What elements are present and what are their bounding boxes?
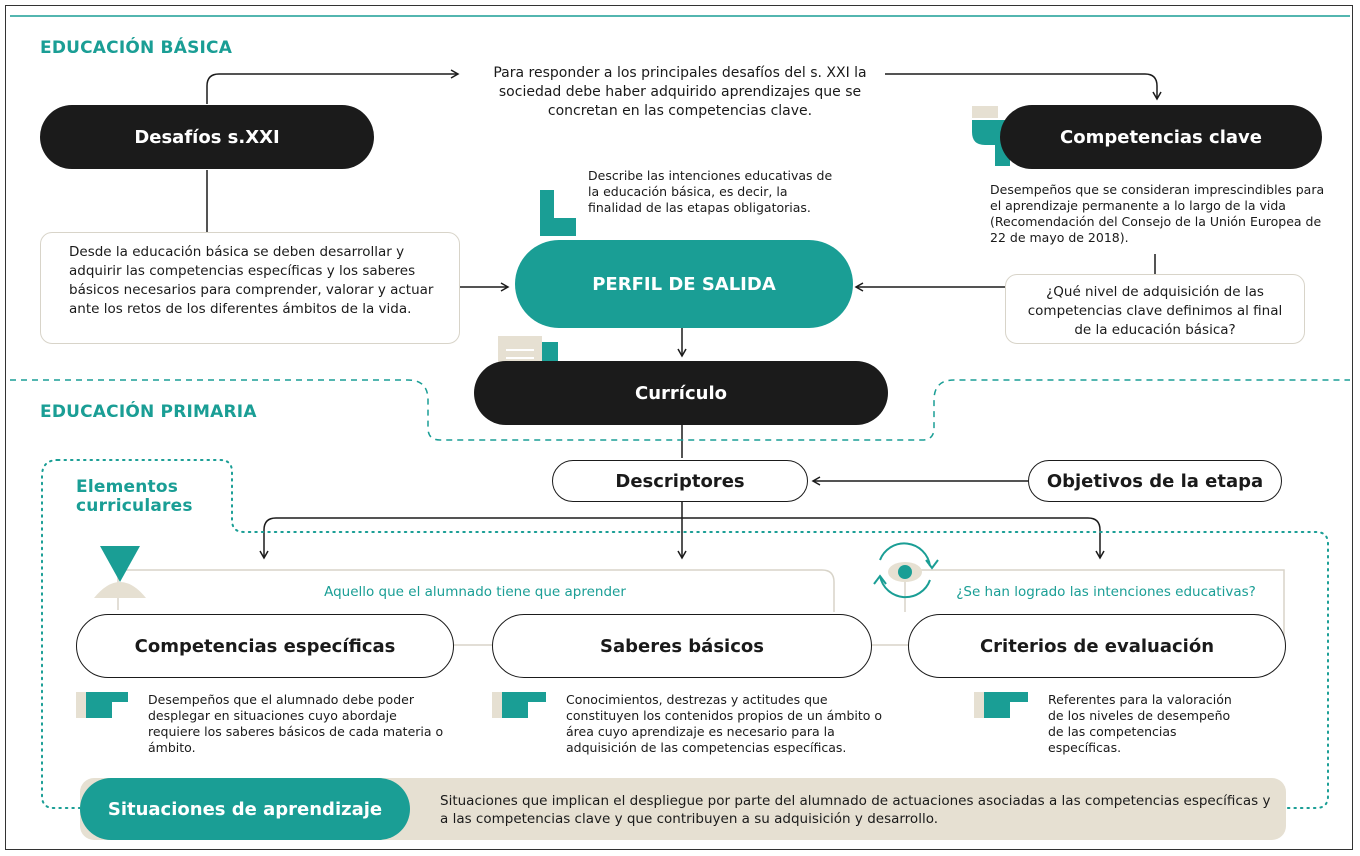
left-note-text: Desde la educación básica se deben desar… [69,244,434,317]
pointer-icon-3 [974,692,1028,718]
descriptores-pill: Descriptores [552,460,808,502]
perfil-de-salida-pill: PERFIL DE SALIDA [515,240,853,328]
desafios-label: Desafíos s.XXI [134,126,280,148]
section-title-primaria: EDUCACIÓN PRIMARIA [40,402,257,422]
left-note-box: Desde la educación básica se deben desar… [40,232,460,344]
situaciones-desc: Situaciones que implican el despliegue p… [440,793,1271,827]
saberes-basicos-pill: Saberes básicos [492,614,872,678]
outer-frame [5,5,1353,850]
situaciones-label: Situaciones de aprendizaje [107,798,383,820]
eye-cycle-icon [873,542,939,599]
descriptores-label: Descriptores [615,470,745,492]
funnel-icon [94,546,146,598]
criterios-evaluacion-pill: Criterios de evaluación [908,614,1286,678]
elementos-frame-left [41,459,81,809]
criterios-label: Criterios de evaluación [979,635,1215,657]
aprender-caption: Aquello que el alumnado tiene que aprend… [324,584,626,600]
perfil-desc: Describe las intenciones educativas de l… [588,168,833,215]
logrado-bracket [904,569,1285,640]
section-divider [10,379,1350,441]
saberes-desc: Conocimientos, destrezas y actitudes que… [566,692,883,755]
desafios-note: Para responder a los principales desafío… [493,65,867,119]
situaciones-pill: Situaciones de aprendizaje [80,778,410,840]
competencias-clave-label: Competencias clave [1060,126,1262,148]
perfil-label: PERFIL DE SALIDA [592,273,776,295]
competencias-especificas-desc: Desempeños que el alumnado debe poder de… [148,692,444,755]
arrow-note-to-competencias [885,73,1162,101]
arrow-to-competencias-especificas [259,517,277,560]
competencias-especificas-label: Competencias específicas [134,635,396,657]
elementos-frame-right [57,459,1329,809]
section-title-basica: EDUCACIÓN BÁSICA [40,38,233,58]
saberes-label: Saberes básicos [600,635,764,657]
objetivos-pill: Objetivos de la etapa [1028,460,1282,502]
competencias-clave-pill: Competencias clave [1000,105,1322,169]
competencias-clave-desc: Desempeños que se consideran imprescindi… [990,182,1325,245]
desafios-pill: Desafíos s.XXI [40,105,374,169]
curriculo-label: Currículo [635,382,727,404]
logrado-caption: ¿Se han logrado las intenciones educativ… [956,584,1256,600]
right-note-text: ¿Qué nivel de adquisición de las compete… [1027,284,1283,338]
arrow-desafios-to-note [206,69,460,104]
competencias-especificas-pill: Competencias específicas [76,614,454,678]
criterios-desc: Referentes para la valoración de los niv… [1048,692,1232,755]
pointer-icon-1 [76,692,128,718]
curriculo-pill: Currículo [474,361,888,425]
right-note-box: ¿Qué nivel de adquisición de las compete… [1005,274,1305,344]
pointer-icon-2 [492,692,546,718]
aprender-bracket [117,569,835,612]
arrow-to-criterios [1087,517,1105,560]
elementos-curriculares-title: Elementos curriculares [76,477,193,516]
objetivos-label: Objetivos de la etapa [1046,470,1264,492]
branch-line [276,500,1088,519]
